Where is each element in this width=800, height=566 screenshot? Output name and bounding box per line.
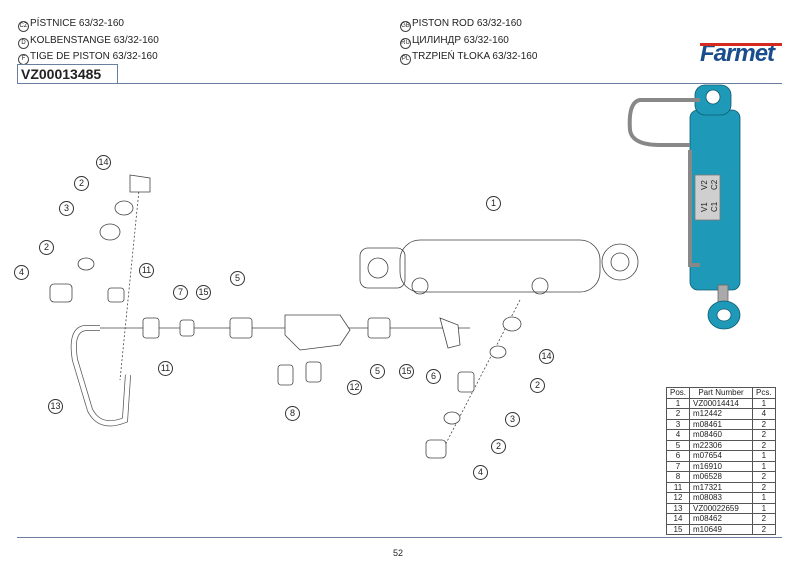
callout: 6	[426, 369, 441, 384]
cell-pos: 7	[665, 460, 691, 472]
cell-pcs: 1	[752, 460, 776, 472]
callout: 3	[505, 412, 520, 427]
col-part-number: Part Number	[689, 387, 754, 399]
col-pcs: Pcs.	[752, 387, 776, 399]
cell-pos: 8	[665, 471, 691, 483]
cell-part-number: VZ00022659	[689, 502, 754, 514]
callout: 15	[196, 285, 211, 300]
callout: 7	[173, 285, 188, 300]
callout: 14	[96, 155, 111, 170]
callout: 3	[59, 201, 74, 216]
callout: 12	[347, 380, 362, 395]
col-pos: Pos.	[665, 387, 691, 399]
callout: 2	[74, 176, 89, 191]
cell-part-number: m08462	[689, 513, 754, 525]
callout: 1	[486, 196, 501, 211]
svg-text:V1: V1	[700, 202, 709, 212]
farmet-logo: Farmet	[700, 40, 783, 67]
cell-part-number: m22306	[689, 439, 754, 451]
callout: 2	[530, 378, 545, 393]
page-number: 52	[393, 548, 404, 558]
cell-pos: 13	[665, 502, 691, 514]
callout: 15	[399, 364, 414, 379]
cell-pcs: 2	[752, 471, 776, 483]
callout: 2	[491, 439, 506, 454]
callout: 5	[230, 271, 245, 286]
cell-part-number: m10649	[689, 523, 754, 535]
cell-pos: 14	[665, 513, 691, 525]
callout: 8	[285, 406, 300, 421]
callout: 11	[158, 361, 173, 376]
svg-text:C2: C2	[710, 179, 719, 190]
cell-pcs: 2	[752, 418, 776, 430]
cell-pcs: 1	[752, 397, 776, 409]
cell-pcs: 2	[752, 481, 776, 493]
cell-pcs: 1	[752, 492, 776, 504]
cell-part-number: m08460	[689, 429, 754, 441]
cell-pos: 6	[665, 450, 691, 462]
callout: 13	[48, 399, 63, 414]
svg-text:V2: V2	[700, 180, 709, 190]
cell-part-number: m12442	[689, 408, 754, 420]
cell-pos: 15	[665, 523, 691, 535]
callout: 2	[39, 240, 54, 255]
cell-part-number: m17321	[689, 481, 754, 493]
cell-pos: 11	[665, 481, 691, 493]
cell-pos: 1	[665, 397, 691, 409]
cell-pos: 2	[665, 408, 691, 420]
cell-pcs: 4	[752, 408, 776, 420]
cell-pos: 3	[665, 418, 691, 430]
callout: 4	[473, 465, 488, 480]
cell-pcs: 1	[752, 502, 776, 514]
svg-text:C1: C1	[710, 201, 719, 212]
footer-divider	[17, 537, 782, 538]
cell-part-number: m07654	[689, 450, 754, 462]
callout: 5	[370, 364, 385, 379]
header-divider	[117, 83, 782, 84]
callout: 4	[14, 265, 29, 280]
callout: 11	[139, 263, 154, 278]
cell-part-number: m16910	[689, 460, 754, 472]
cell-part-number: m08461	[689, 418, 754, 430]
table-header: Pos. Part Number Pcs.	[665, 387, 776, 399]
assembly-code: VZ00013485	[17, 64, 118, 84]
cell-pos: 5	[665, 439, 691, 451]
cylinder-outline	[359, 239, 639, 295]
cell-part-number: m06528	[689, 471, 754, 483]
cell-pcs: 2	[752, 513, 776, 525]
cell-pcs: 2	[752, 439, 776, 451]
cylinder-photo: V1 V2 C1 C2	[627, 84, 741, 330]
cell-pcs: 2	[752, 523, 776, 535]
cell-part-number: m08083	[689, 492, 754, 504]
cell-pos: 12	[665, 492, 691, 504]
cell-pcs: 2	[752, 429, 776, 441]
callout: 14	[539, 349, 554, 364]
cell-pcs: 1	[752, 450, 776, 462]
cell-pos: 4	[665, 429, 691, 441]
cell-part-number: VZ00014414	[689, 397, 754, 409]
